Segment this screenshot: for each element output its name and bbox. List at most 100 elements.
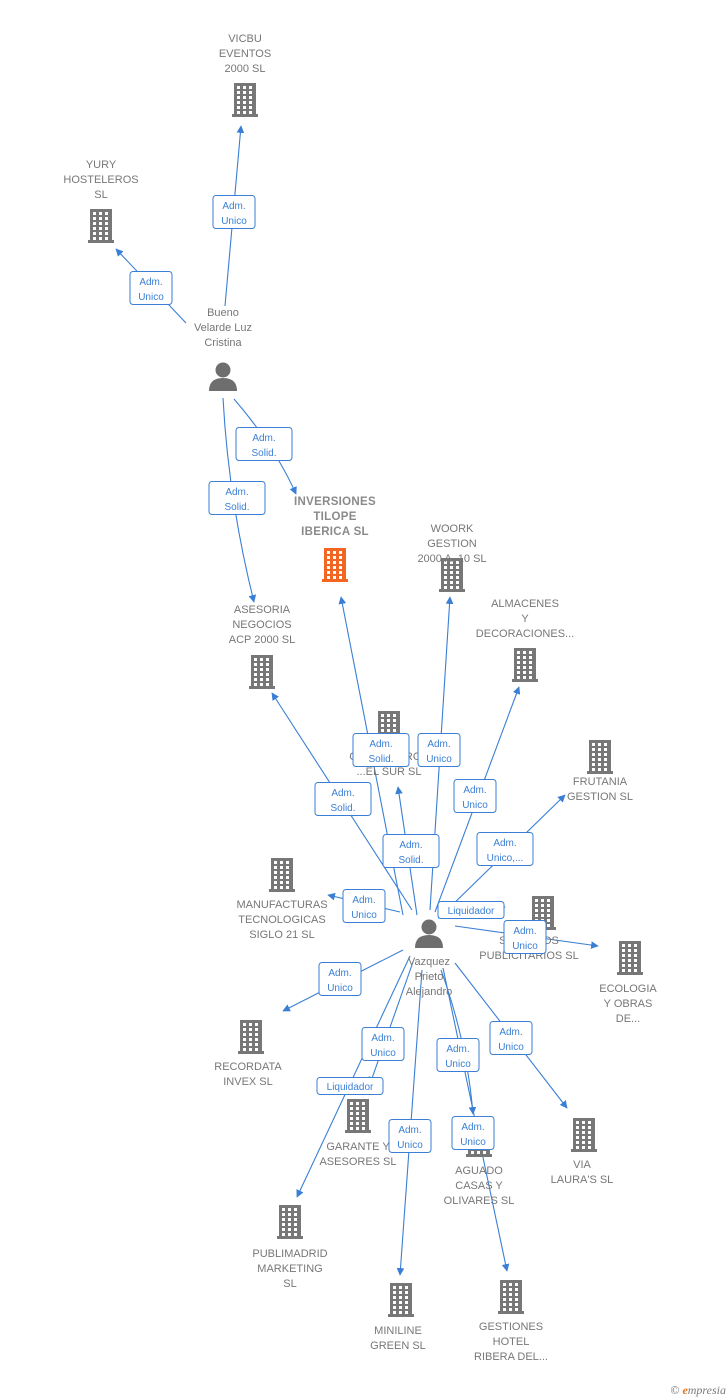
node-label-carpinteros[interactable]: ...EL SUR SL (356, 766, 421, 778)
edge-role-label[interactable]: Liquidador (316, 1077, 384, 1095)
edge-role-text: Unico (445, 1059, 471, 1070)
building-icon-ecologia[interactable] (617, 941, 643, 975)
node-label-aguado[interactable]: OLIVARES SL (444, 1195, 515, 1207)
building-icon-almacenes[interactable] (512, 648, 538, 682)
edge-role-text: Adm. (371, 1033, 394, 1044)
node-label-gestiones[interactable]: HOTEL (493, 1336, 530, 1348)
edge-role-text: Solid. (368, 754, 393, 765)
edge-role-label[interactable]: Adm.Unico (417, 733, 461, 767)
node-label-almacenes[interactable]: ALMACENES (491, 598, 559, 610)
node-label-asesoria[interactable]: ASESORIA (234, 604, 291, 616)
node-label-bueno[interactable]: Bueno (207, 307, 239, 319)
edge-vazquez-to-garante (368, 961, 414, 1085)
node-label-miniline[interactable]: GREEN SL (370, 1340, 426, 1352)
node-label-aguado[interactable]: AGUADO (455, 1165, 503, 1177)
node-label-manufacturas[interactable]: TECNOLOGICAS (238, 914, 325, 926)
building-icon-yury[interactable] (88, 209, 114, 243)
node-label-vazquez[interactable]: Prieto (415, 971, 444, 983)
node-label-recordata[interactable]: RECORDATA (214, 1061, 282, 1073)
node-label-yury[interactable]: SL (94, 189, 107, 201)
node-label-frutania[interactable]: GESTION SL (567, 791, 633, 803)
edge-role-label[interactable]: Adm.Unico (489, 1021, 533, 1055)
edge-role-label[interactable]: Adm.Unico (342, 889, 386, 923)
edge-role-label[interactable]: Adm.Unico (212, 195, 256, 229)
edge-role-label[interactable]: Adm.Solid. (208, 481, 266, 515)
edge-role-label[interactable]: Adm.Unico (436, 1038, 480, 1072)
node-label-asesoria[interactable]: ACP 2000 SL (229, 634, 295, 646)
edge-role-text: Solid. (251, 448, 276, 459)
person-icon-vazquez[interactable] (415, 919, 443, 949)
building-icon-garante[interactable] (345, 1099, 371, 1133)
building-icon-woork[interactable] (439, 558, 465, 592)
node-label-ecologia[interactable]: ECOLOGIA (599, 983, 657, 995)
node-label-almacenes[interactable]: DECORACIONES... (476, 628, 574, 640)
node-label-woork[interactable]: GESTION (427, 538, 477, 550)
edge-role-label[interactable]: Adm.Unico (318, 962, 362, 996)
building-icon-vicbu[interactable] (232, 83, 258, 117)
building-icon-via[interactable] (571, 1118, 597, 1152)
edge-role-label[interactable]: Adm.Unico (451, 1116, 495, 1150)
edge-role-label[interactable]: Adm.Unico (129, 271, 173, 305)
node-label-asesoria[interactable]: NEGOCIOS (232, 619, 291, 631)
edge-role-text: Unico (370, 1048, 396, 1059)
node-label-vicbu[interactable]: 2000 SL (225, 63, 266, 75)
node-label-inversiones[interactable]: INVERSIONES (294, 496, 376, 508)
node-label-gestiones[interactable]: RIBERA DEL... (474, 1351, 548, 1363)
node-label-aguado[interactable]: CASAS Y (455, 1180, 503, 1192)
node-label-via[interactable]: VIA (573, 1159, 591, 1171)
edge-role-text: Liquidador (327, 1082, 374, 1093)
edge-role-label[interactable]: Adm.Unico,... (476, 832, 534, 866)
brand-logo-e: e (682, 1383, 688, 1397)
node-label-vazquez[interactable]: Vazquez (408, 956, 450, 968)
edge-role-text: Unico (351, 910, 377, 921)
building-icon-miniline[interactable] (388, 1283, 414, 1317)
node-label-garante[interactable]: ASESORES SL (319, 1156, 396, 1168)
edge-role-label[interactable]: Adm. Unico (503, 920, 547, 954)
edge-role-label[interactable]: Adm.Solid. (235, 427, 293, 461)
edge-role-label[interactable]: Adm.Unico (453, 779, 497, 813)
brand-logo-text: mpresia (687, 1383, 726, 1397)
node-label-vicbu[interactable]: EVENTOS (219, 48, 271, 60)
node-label-via[interactable]: LAURA'S SL (551, 1174, 614, 1186)
edge-role-label[interactable]: Liquidador (437, 901, 505, 919)
person-icon-bueno[interactable] (209, 362, 237, 392)
building-icon-recordata[interactable] (238, 1020, 264, 1054)
node-label-manufacturas[interactable]: SIGLO 21 SL (249, 929, 314, 941)
node-label-inversiones[interactable]: IBERICA SL (301, 526, 369, 538)
node-label-gestiones[interactable]: GESTIONES (479, 1321, 543, 1333)
node-label-inversiones[interactable]: TILOPE (313, 511, 356, 523)
building-icon-asesoria[interactable] (249, 655, 275, 689)
node-label-ecologia[interactable]: DE... (616, 1013, 640, 1025)
edge-role-label[interactable]: Adm.Solid. (314, 782, 372, 816)
node-label-garante[interactable]: GARANTE Y (326, 1141, 390, 1153)
node-label-publimadrid[interactable]: MARKETING (257, 1263, 322, 1275)
building-icon-manufacturas[interactable] (269, 858, 295, 892)
building-icon-publimadrid[interactable] (277, 1205, 303, 1239)
node-label-recordata[interactable]: INVEX SL (223, 1076, 273, 1088)
node-label-ecologia[interactable]: Y OBRAS (604, 998, 653, 1010)
edge-role-text: Unico (512, 941, 538, 952)
node-label-almacenes[interactable]: Y (521, 613, 529, 625)
edge-role-label[interactable]: Adm.Solid. (382, 834, 440, 868)
building-icon-gestiones[interactable] (498, 1280, 524, 1314)
edge-role-label[interactable]: Adm. Unico (361, 1027, 405, 1061)
node-label-vicbu[interactable]: VICBU (228, 33, 262, 45)
node-label-woork[interactable]: 2000 A. 10 SL (417, 553, 486, 565)
node-label-frutania[interactable]: FRUTANIA (573, 776, 628, 788)
node-label-manufacturas[interactable]: MANUFACTURAS (236, 899, 327, 911)
node-label-bueno[interactable]: Velarde Luz (194, 322, 252, 334)
edge-role-label[interactable]: Adm.Solid. (352, 733, 410, 767)
edge-role-text: Adm. (513, 926, 536, 937)
node-label-yury[interactable]: HOSTELEROS (63, 174, 138, 186)
building-icon-inversiones[interactable] (322, 548, 348, 582)
edge-role-label[interactable]: Adm.Unico (388, 1119, 432, 1153)
node-label-miniline[interactable]: MINILINE (374, 1325, 422, 1337)
node-label-vazquez[interactable]: Alejandro (406, 986, 452, 998)
building-icon-frutania[interactable] (587, 740, 613, 774)
node-label-yury[interactable]: YURY (86, 159, 117, 171)
node-label-publimadrid[interactable]: PUBLIMADRID (252, 1248, 327, 1260)
node-label-publimadrid[interactable]: SL (283, 1278, 296, 1290)
node-label-woork[interactable]: WOORK (431, 523, 474, 535)
node-label-servicios[interactable]: PUBLICITARIOS SL (479, 950, 578, 962)
node-label-bueno[interactable]: Cristina (204, 337, 242, 349)
